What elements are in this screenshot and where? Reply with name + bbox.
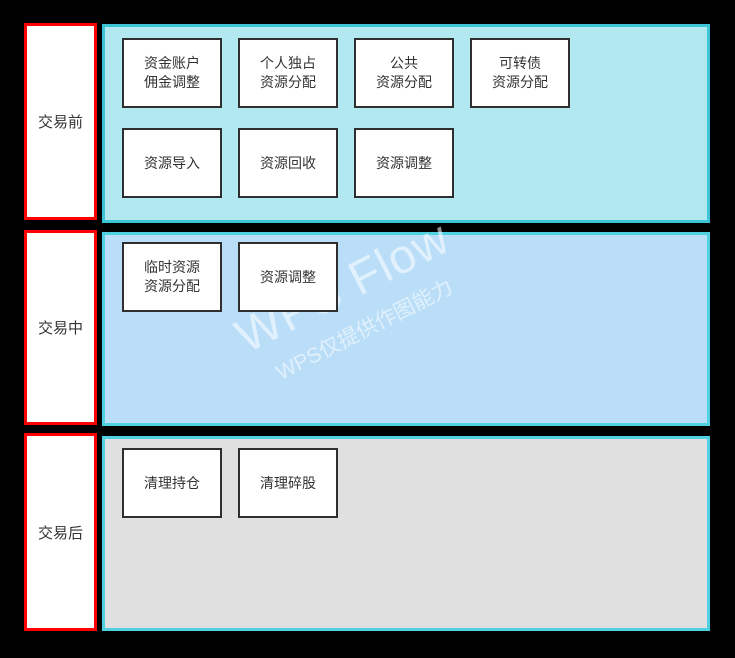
node-row: 资金账户 佣金调整 个人独占 资源分配 公共 资源分配 可转债 资源分配 [122,38,707,108]
node-row: 资源导入 资源回收 资源调整 [122,128,707,198]
node-clear-position[interactable]: 清理持仓 [122,448,222,518]
node-label-line: 资源回收 [260,154,316,171]
lane-label-text: 交易中 [37,320,83,337]
lane-label-pre-trade[interactable]: 交易前 [24,23,97,220]
lane-label-in-trade[interactable]: 交易中 [24,230,97,425]
node-label-line: 资金账户 [144,55,200,71]
node-resource-import[interactable]: 资源导入 [122,128,222,198]
node-row: 清理持仓 清理碎股 [122,448,707,518]
lane-content-in-trade[interactable]: 临时资源 资源分配 资源调整 [102,232,710,426]
node-label-line: 资源分配 [144,278,200,294]
lane-content-post-trade[interactable]: 清理持仓 清理碎股 [102,436,710,631]
node-row: 临时资源 资源分配 资源调整 [122,242,707,312]
node-label-line: 资源分配 [492,74,548,90]
node-resource-adjust-pre[interactable]: 资源调整 [354,128,454,198]
node-convertible-bond-resource-alloc[interactable]: 可转债 资源分配 [470,38,570,108]
node-resource-recycle[interactable]: 资源回收 [238,128,338,198]
node-label-line: 临时资源 [144,259,200,275]
node-label-line: 清理持仓 [144,474,200,491]
node-label-line: 资源导入 [144,154,200,171]
lane-label-text: 交易前 [37,114,83,131]
node-personal-exclusive-resource-alloc[interactable]: 个人独占 资源分配 [238,38,338,108]
node-fund-account-commission-adjust[interactable]: 资金账户 佣金调整 [122,38,222,108]
node-label-line: 资源调整 [376,154,432,171]
node-clear-odd-lot[interactable]: 清理碎股 [238,448,338,518]
lane-label-post-trade[interactable]: 交易后 [24,433,97,631]
node-label-line: 可转债 [499,55,541,71]
node-label-line: 佣金调整 [144,74,200,90]
node-public-resource-alloc[interactable]: 公共 资源分配 [354,38,454,108]
node-label-line: 公共 [390,55,418,71]
node-temp-resource-alloc[interactable]: 临时资源 资源分配 [122,242,222,312]
node-label-line: 资源分配 [260,74,316,90]
lane-label-text: 交易后 [37,524,83,542]
node-label-line: 资源分配 [376,74,432,90]
node-label-line: 清理碎股 [260,474,316,491]
node-label-line: 资源调整 [260,268,316,285]
node-resource-adjust-mid[interactable]: 资源调整 [238,242,338,312]
lane-content-pre-trade[interactable]: 资金账户 佣金调整 个人独占 资源分配 公共 资源分配 可转债 资源分配 资源导… [102,24,710,223]
node-label-line: 个人独占 [260,55,316,71]
